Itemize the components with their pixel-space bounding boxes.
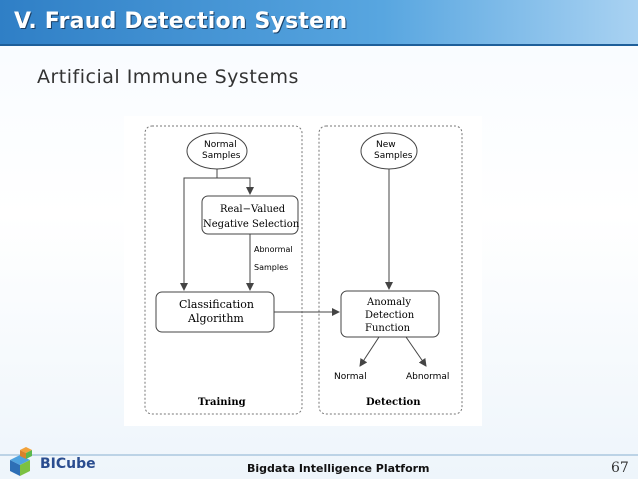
arrow-anomaly-to-normal (359, 336, 380, 367)
output-abnormal-label: Abnormal (406, 372, 449, 382)
normal-samples-label-1: Normal (204, 140, 237, 150)
slide-subtitle: Artificial Immune Systems (37, 66, 299, 88)
classification-label-2: Algorithm (187, 312, 244, 325)
slide-title: V. Fraud Detection System (14, 9, 348, 34)
negative-selection-label-2: Negative Selection (203, 219, 300, 230)
output-normal-label: Normal (334, 372, 367, 382)
new-samples-label-1: New (376, 140, 396, 150)
footer-divider (0, 454, 638, 456)
anomaly-label-3: Function (365, 323, 411, 334)
logo-text: BICube (40, 456, 96, 472)
arrow-normal-to-classification (180, 169, 218, 291)
abnormal-samples-label-1: Abnormal (254, 245, 293, 254)
anomaly-label-1: Anomaly (366, 297, 411, 308)
anomaly-detection-node (340, 290, 440, 338)
title-bar: V. Fraud Detection System (0, 0, 638, 46)
arrow-anomaly-to-abnormal (405, 336, 427, 367)
diagram-svg: Normal Samples New Samples Real−Valued N… (144, 125, 463, 415)
bicube-logo-icon (10, 447, 32, 476)
negative-selection-label-1: Real−Valued (220, 204, 286, 215)
detection-panel-label: Detection (366, 397, 421, 408)
page-number: 67 (611, 460, 629, 476)
arrow-normal-to-negative-selection (217, 177, 254, 195)
training-panel (144, 125, 303, 415)
classification-label-1: Classification (179, 298, 254, 311)
normal-samples-label-2: Samples (202, 151, 241, 161)
anomaly-label-2: Detection (365, 310, 415, 321)
footer-text: Bigdata Intelligence Platform (247, 462, 430, 475)
training-panel-label: Training (198, 397, 246, 408)
diagram-figure: Normal Samples New Samples Real−Valued N… (124, 116, 482, 426)
abnormal-samples-label-2: Samples (254, 263, 288, 272)
detection-panel (318, 125, 463, 415)
new-samples-label-2: Samples (374, 151, 413, 161)
